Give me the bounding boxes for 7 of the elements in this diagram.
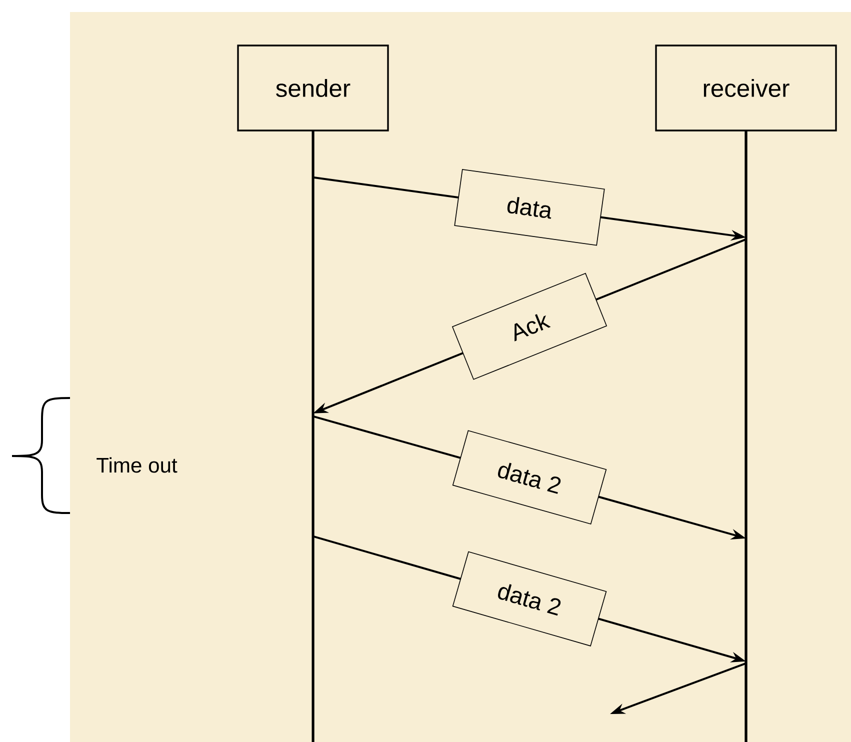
participant-box: receiver: [655, 44, 837, 132]
edge-label: data 2: [498, 462, 561, 494]
edge-label: Ack: [514, 314, 551, 342]
edge-label: data 2: [498, 584, 561, 616]
edge-label: data: [507, 196, 552, 219]
annotation-text: Time out: [96, 457, 178, 473]
participant-box: sender: [237, 44, 389, 132]
